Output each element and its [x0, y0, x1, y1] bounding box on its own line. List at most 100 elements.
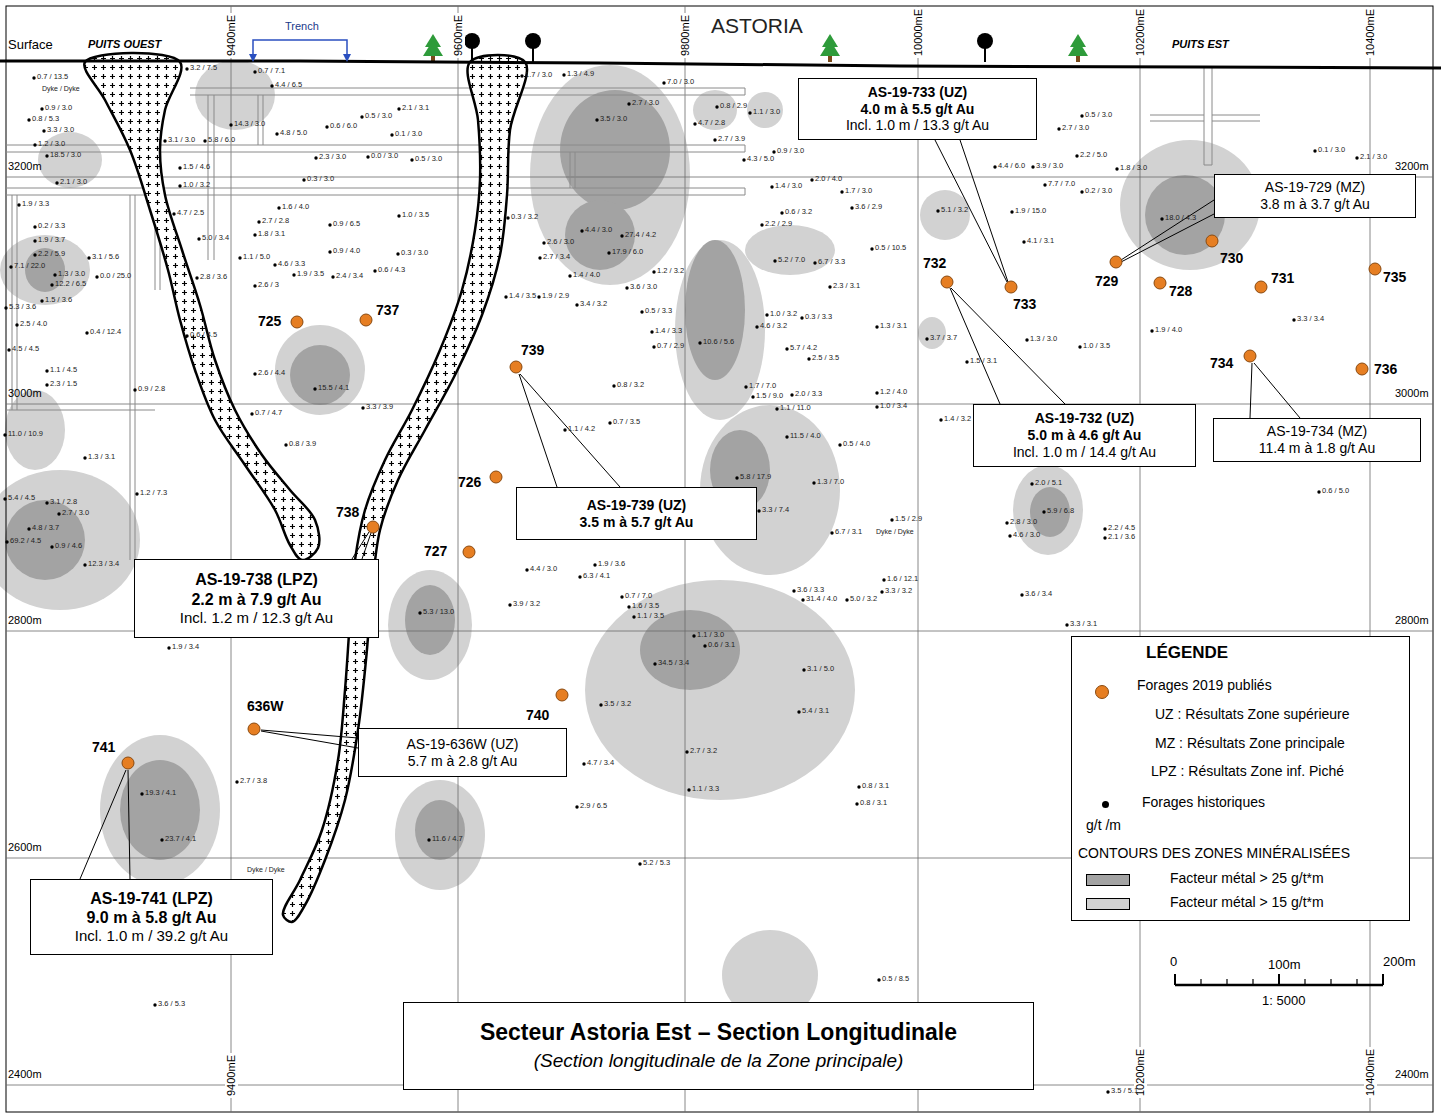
- grade-label: 1.9 / 4.0: [1155, 326, 1182, 335]
- drift-line: [1212, 121, 1260, 122]
- grid-line: [685, 6, 686, 1112]
- callout-number: 740: [526, 707, 549, 723]
- scale-tick: [1252, 979, 1253, 985]
- result-callout: AS-19-732 (UZ)5.0 m à 4.6 g/t AuIncl. 1.…: [973, 404, 1196, 467]
- dyke-label: Dyke / Dyke: [42, 85, 80, 93]
- grid: [6, 6, 1433, 1112]
- historic-hole-dot: [292, 273, 295, 276]
- callout-number: 739: [521, 342, 544, 358]
- historic-hole-dot: [185, 334, 188, 337]
- leader-line: [520, 374, 620, 487]
- easting-label: 9400mE: [225, 1053, 238, 1098]
- historic-hole-dot: [692, 634, 695, 637]
- grade-label: 5.8 / 6.0: [208, 136, 235, 145]
- historic-hole-dot: [875, 391, 878, 394]
- grade-label: 4.7 / 2.8: [698, 119, 725, 128]
- grade-label: 2.1 / 3.6: [1108, 533, 1135, 542]
- grade-label: 2.1 / 3.1: [402, 104, 429, 113]
- grade-label: 4.7 / 3.4: [587, 759, 614, 768]
- leader-line: [951, 288, 1065, 404]
- zone-contour: [405, 585, 455, 655]
- grade-label: 3.2 / 7.5: [190, 64, 217, 73]
- historic-hole-dot: [361, 406, 364, 409]
- grade-label: 1.4 / 3.3: [655, 327, 682, 336]
- grade-label: 1.7 / 3.0: [525, 71, 552, 80]
- easting-label: 10000mE: [912, 7, 925, 58]
- historic-hole-dot: [27, 527, 30, 530]
- zone-contour: [920, 190, 970, 240]
- historic-hole-dot: [765, 313, 768, 316]
- grade-label: 18.0 / 4.3: [1165, 214, 1196, 223]
- historic-hole-dot: [1150, 329, 1153, 332]
- zone-contour: [918, 317, 946, 349]
- leader-line: [261, 731, 358, 748]
- property-name: ASTORIA: [711, 14, 803, 38]
- elevation-label: 3000m: [1395, 387, 1429, 400]
- drift-line: [6, 145, 745, 146]
- grade-label: 0.3 / 3.2: [511, 213, 538, 222]
- grade-label: 2.5 / 4.0: [20, 320, 47, 329]
- grade-label: 1.9 / 2.9: [542, 292, 569, 301]
- historic-hole-dot: [250, 412, 253, 415]
- grade-label: 3.5 / 3.0: [600, 115, 627, 124]
- historic-hole-dot: [1042, 510, 1045, 513]
- title-box: Secteur Astoria Est – Section Longitudin…: [403, 1002, 1034, 1090]
- drift-line: [745, 88, 746, 95]
- historic-hole-dot: [638, 862, 641, 865]
- grid-line: [918, 6, 919, 1112]
- grade-label: 7.7 / 7.0: [1048, 180, 1075, 189]
- leader-line: [1250, 363, 1252, 418]
- grade-label: 2.7 / 3.4: [543, 253, 570, 262]
- historic-hole-dot: [965, 360, 968, 363]
- historic-hole-dot: [1065, 623, 1068, 626]
- grade-label: 0.2 / 3.0: [1085, 187, 1112, 196]
- historic-hole-dot: [33, 143, 36, 146]
- historic-hole-dot: [640, 310, 643, 313]
- grade-label: 2.0 / 4.0: [815, 175, 842, 184]
- drift-line: [6, 188, 745, 189]
- grade-label: 11.0 / 10.9: [8, 430, 43, 439]
- tree-crown: [423, 40, 443, 56]
- scale-tick: [1226, 979, 1227, 985]
- grade-label: 5.2 / 7.0: [778, 256, 805, 265]
- historic-hole-dot: [203, 139, 206, 142]
- historic-hole-dot: [936, 209, 939, 212]
- historic-hole-dot: [813, 261, 816, 264]
- grade-label: 1.9 / 3.7: [38, 236, 65, 245]
- zone-contour: [560, 90, 670, 210]
- elevation-label: 3200m: [8, 160, 42, 173]
- grade-label: 5.3 / 3.6: [9, 303, 36, 312]
- drift-line: [745, 145, 746, 152]
- grade-label: 2.7 / 3.0: [1062, 124, 1089, 133]
- conifer-tree: [820, 34, 840, 62]
- historic-hole-dot: [580, 229, 583, 232]
- scale-tick: [1200, 979, 1201, 985]
- grade-label: 0.4 / 12.4: [90, 328, 121, 337]
- historic-hole-dot: [840, 190, 843, 193]
- grade-label: 1.7 / 3.0: [845, 187, 872, 196]
- historic-hole-dot: [1106, 1090, 1109, 1093]
- grade-label: 0.7 / 7.0: [625, 592, 652, 601]
- historic-hole-dot: [770, 185, 773, 188]
- grade-label: 1.5 / 4.6: [183, 163, 210, 172]
- grade-label: 6.7 / 3.3: [818, 258, 845, 267]
- historic-hole-dot: [197, 237, 200, 240]
- historic-hole-dot: [703, 644, 706, 647]
- dyke: [283, 55, 527, 922]
- historic-hole-dot: [838, 443, 841, 446]
- historic-hole-dot: [693, 122, 696, 125]
- drill-hole-dot: [367, 521, 379, 533]
- callout-number: 636W: [247, 698, 284, 714]
- historic-hole-dot: [397, 107, 400, 110]
- grade-label: 1.3 / 3.0: [1030, 335, 1057, 344]
- historic-hole-dot: [1030, 482, 1033, 485]
- grade-label: 1.6 / 12.1: [887, 575, 918, 584]
- historic-hole-dot: [542, 241, 545, 244]
- historic-hole-dot: [1080, 114, 1083, 117]
- historic-hole-dot: [7, 348, 10, 351]
- scale-label: 200m: [1383, 955, 1416, 970]
- callout-number: 732: [923, 255, 946, 271]
- historic-hole-dot: [27, 118, 30, 121]
- historic-hole-dot: [1022, 240, 1025, 243]
- scale-tick: [1330, 979, 1331, 985]
